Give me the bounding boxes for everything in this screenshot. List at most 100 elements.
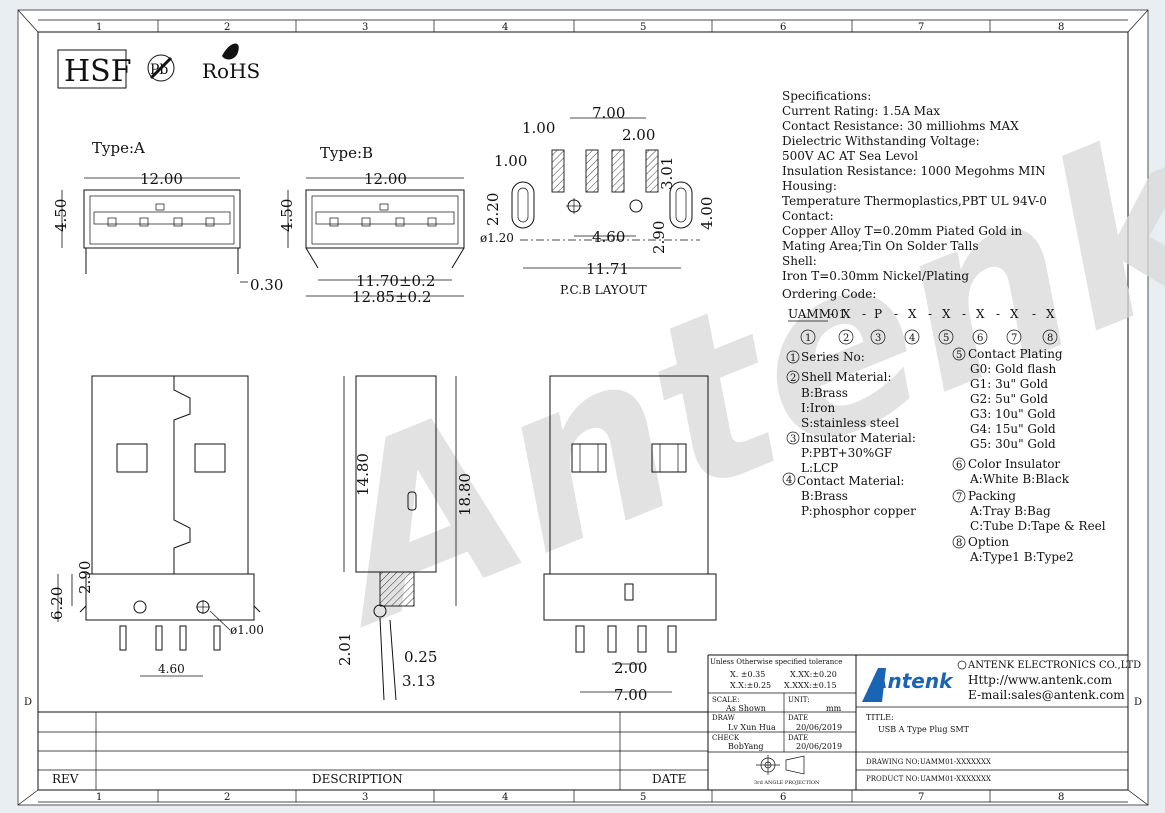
company-name: ANTENK ELECTRONICS CO.,LTD bbox=[967, 660, 1141, 671]
compliance-badges: HSF Pb RoHS bbox=[57, 43, 260, 89]
description-header: DESCRIPTION bbox=[312, 772, 403, 786]
option-line: G2: 5u" Gold bbox=[970, 392, 1048, 406]
grid-col-7-bottom: 7 bbox=[918, 792, 924, 803]
check-date: 20/06/2019 bbox=[796, 742, 842, 751]
pcb-dim-100b: 1.00 bbox=[494, 152, 527, 170]
spec-line: Specifications: bbox=[782, 89, 871, 103]
spec-line: 500V AC AT Sea Levol bbox=[782, 149, 918, 163]
revision-table: REV DESCRIPTION DATE bbox=[38, 711, 708, 790]
front-view: 2.90 6.20 ø1.00 4.60 bbox=[48, 375, 264, 677]
spec-line: Shell: bbox=[782, 254, 817, 268]
option-line: A:Type1 B:Type2 bbox=[969, 550, 1074, 564]
no-lead-icon bbox=[147, 54, 175, 82]
title-block: Unless Otherwise specified tolerance X. … bbox=[707, 654, 1141, 790]
svg-text:-: - bbox=[1032, 307, 1036, 321]
grid-col-1-bottom: 1 bbox=[96, 792, 102, 803]
pcb-dim-301: 3.01 bbox=[658, 157, 676, 190]
drawing-number: UAMM01-XXXXXXX bbox=[920, 758, 991, 766]
code-num: 7 bbox=[1011, 333, 1017, 344]
antenk-logo: Antenk bbox=[862, 660, 967, 702]
front-dim-hole: ø1.00 bbox=[230, 623, 264, 637]
svg-text:X. ±0.35: X. ±0.35 bbox=[730, 670, 765, 679]
option-line: S:stainless steel bbox=[801, 416, 899, 430]
option-line: G4: 15u" Gold bbox=[970, 422, 1056, 436]
grid-col-4-bottom: 4 bbox=[502, 792, 508, 803]
code-part: X bbox=[1046, 307, 1055, 321]
svg-text:-: - bbox=[862, 307, 866, 321]
grid-col-8-bottom: 8 bbox=[1058, 792, 1064, 803]
grid-col-5-bottom: 5 bbox=[640, 792, 646, 803]
options-right: 5 Contact Plating G0: Gold flash G1: 3u"… bbox=[952, 347, 1106, 564]
code-num: 2 bbox=[843, 333, 849, 344]
spec-line: Temperature Thermoplastics,PBT UL 94V-0 bbox=[782, 194, 1047, 208]
pcb-dim-460: 4.60 bbox=[592, 228, 625, 246]
spec-line: Contact: bbox=[782, 209, 834, 223]
pcb-dim-1171: 11.71 bbox=[586, 260, 629, 278]
front-dim-460: 4.60 bbox=[158, 662, 185, 676]
option-line: G0: Gold flash bbox=[970, 362, 1057, 376]
pcb-dim-hole: ø1.20 bbox=[480, 231, 514, 245]
option-line: P:PBT+30%GF bbox=[801, 446, 892, 460]
unit-value: mm bbox=[826, 704, 842, 713]
check-name: BobYang bbox=[728, 742, 764, 751]
svg-text:5: 5 bbox=[956, 350, 962, 361]
ordering-code: UAMM01 X P X X X X X --- ---- 1 2 3 4 5 … bbox=[788, 307, 1058, 345]
pcb-dim-200: 2.00 bbox=[622, 126, 655, 144]
side-dim-025: 0.25 bbox=[404, 648, 437, 666]
option-line: Option bbox=[968, 535, 1009, 549]
option-line: A:White B:Black bbox=[969, 472, 1070, 486]
inner-border bbox=[37, 31, 1129, 791]
grid-bottom: 1 2 3 4 5 6 7 8 bbox=[38, 790, 1128, 803]
svg-text:X.XXX:±0.15: X.XXX:±0.15 bbox=[784, 681, 837, 690]
pcb-dim-100a: 1.00 bbox=[522, 119, 555, 137]
grid-col-4: 4 bbox=[502, 22, 508, 33]
svg-text:CHECK: CHECK bbox=[712, 734, 740, 742]
company-email: E-mail:sales@antenk.com bbox=[968, 688, 1125, 702]
svg-text:TITLE:: TITLE: bbox=[866, 713, 894, 722]
svg-text:6: 6 bbox=[956, 460, 962, 471]
svg-text:1: 1 bbox=[790, 353, 796, 364]
spec-line: Copper Alloy T=0.20mm Piated Gold in bbox=[782, 224, 1022, 238]
product-number: UAMM01-XXXXXXX bbox=[920, 775, 991, 783]
back-dim-200: 2.00 bbox=[614, 659, 647, 677]
pcb-layout-view: 7.00 1.00 2.00 1.00 3.01 2.20 ø1.20 4.60… bbox=[480, 104, 716, 297]
rohs-label: RoHS bbox=[202, 59, 260, 83]
projection-label: 3rd ANGLE PROJECTION bbox=[754, 780, 820, 786]
rev-header: REV bbox=[52, 772, 79, 786]
code-part: X bbox=[908, 307, 917, 321]
leaf-icon bbox=[222, 43, 239, 60]
spec-line: Contact Resistance: 30 milliohms MAX bbox=[782, 119, 1019, 133]
svg-text:DATE: DATE bbox=[788, 734, 808, 742]
option-line: B:Brass bbox=[801, 386, 848, 400]
option-line: Contact Material: bbox=[797, 474, 904, 488]
side-dim-313: 3.13 bbox=[402, 672, 435, 690]
code-part: X bbox=[976, 307, 985, 321]
svg-text:X.X:±0.25: X.X:±0.25 bbox=[730, 681, 771, 690]
grid-col-2-bottom: 2 bbox=[224, 792, 230, 803]
options-left: 1 Series No: 2 Shell Material: B:Brass I… bbox=[782, 350, 916, 518]
spec-line: Ordering Code: bbox=[782, 287, 876, 301]
option-line: Packing bbox=[968, 489, 1016, 503]
tolerance-header: Unless Otherwise specified tolerance bbox=[710, 658, 842, 666]
grid-top: 1 2 3 4 5 6 7 8 bbox=[38, 19, 1128, 33]
type-a-width: 12.00 bbox=[140, 170, 183, 188]
type-b-view: Type:B 12.00 4.50 11.70±0.2 12.85±0.2 bbox=[278, 144, 465, 306]
grid-col-8: 8 bbox=[1058, 22, 1064, 33]
type-b-outer-width: 12.85±0.2 bbox=[352, 288, 431, 306]
scale-value: As Shown bbox=[725, 704, 766, 713]
svg-text:DATE: DATE bbox=[788, 714, 808, 722]
code-prefix: UAMM01 bbox=[788, 307, 846, 321]
draw-date: 20/06/2019 bbox=[796, 723, 842, 732]
grid-col-6: 6 bbox=[780, 22, 786, 33]
date-header: DATE bbox=[652, 772, 686, 786]
specifications: Specifications: Current Rating: 1.5A Max… bbox=[782, 89, 1047, 301]
svg-text:UNIT:: UNIT: bbox=[788, 696, 810, 704]
back-view: 2.00 7.00 bbox=[543, 375, 717, 704]
spec-line: Insulation Resistance: 1000 Megohms MIN bbox=[782, 164, 1046, 178]
code-num: 6 bbox=[977, 333, 983, 344]
projection-symbol-icon bbox=[756, 755, 805, 775]
grid-col-2: 2 bbox=[224, 22, 230, 33]
option-line: B:Brass bbox=[801, 489, 848, 503]
type-a-view: Type:A 12.00 4.50 0.30 bbox=[52, 139, 283, 294]
svg-text:-: - bbox=[894, 307, 898, 321]
